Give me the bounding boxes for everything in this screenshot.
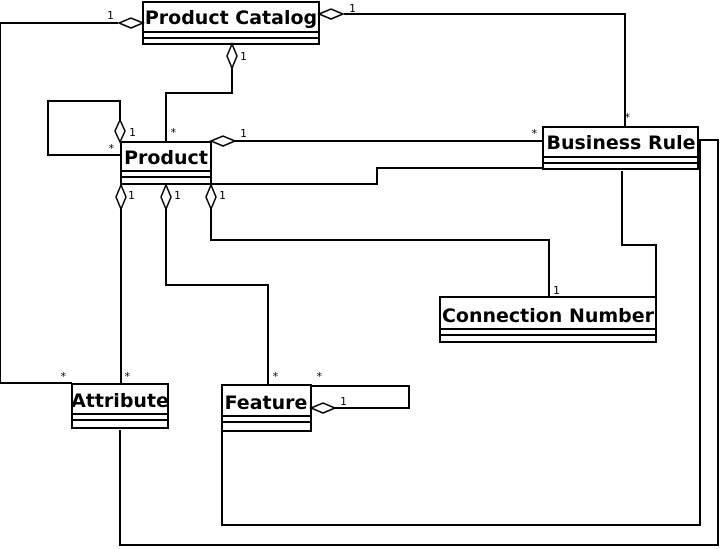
product-feature-aggregation-diamond bbox=[160, 183, 172, 211]
mult-feature-self-one: 1 bbox=[340, 395, 347, 408]
mult-catalog-right: 1 bbox=[349, 2, 356, 15]
product-attribute-aggregation-diamond bbox=[115, 183, 127, 211]
class-connection-number-name: Connection Number bbox=[442, 305, 655, 327]
class-feature-name: Feature bbox=[225, 392, 308, 414]
mult-connection-one: 1 bbox=[553, 284, 560, 297]
mult-product-self-one: 1 bbox=[129, 126, 136, 139]
mult-product-self-many: * bbox=[108, 142, 115, 155]
catalog-right-aggregation-diamond bbox=[317, 8, 345, 20]
product-connection-aggregation-diamond bbox=[205, 183, 217, 211]
product-self-aggregation-diamond bbox=[114, 118, 126, 144]
class-product-name: Product bbox=[124, 147, 208, 169]
mult-feature-product-many: * bbox=[272, 370, 279, 383]
product-feature-link bbox=[165, 209, 269, 384]
mult-feature-self-many: * bbox=[316, 370, 323, 383]
class-business-rule[interactable]: Business Rule bbox=[542, 126, 699, 170]
class-feature[interactable]: Feature bbox=[221, 384, 312, 432]
attribute-businessrule-link bbox=[119, 139, 719, 546]
class-product-catalog-name: Product Catalog bbox=[145, 7, 317, 29]
class-product[interactable]: Product bbox=[120, 141, 212, 185]
catalog-attribute-link bbox=[0, 22, 118, 384]
businessrule-product-link bbox=[212, 167, 543, 185]
class-connection-number[interactable]: Connection Number bbox=[439, 296, 657, 343]
mult-product-top-many: * bbox=[170, 126, 177, 139]
mult-rule-from-product-many: * bbox=[531, 127, 538, 140]
mult-attribute-catalog-many: * bbox=[60, 370, 67, 383]
mult-product-connection-one: 1 bbox=[219, 189, 226, 202]
class-business-rule-name: Business Rule bbox=[546, 132, 695, 154]
class-product-catalog[interactable]: Product Catalog bbox=[142, 1, 320, 45]
catalog-product-link bbox=[165, 68, 233, 142]
catalog-businessrule-link bbox=[344, 13, 626, 132]
mult-product-feature-one: 1 bbox=[174, 189, 181, 202]
feature-self-link bbox=[311, 385, 410, 409]
product-connection-link bbox=[210, 209, 550, 297]
mult-attribute-product-many: * bbox=[124, 370, 131, 383]
mult-catalog-left: 1 bbox=[107, 9, 114, 22]
mult-rule-from-catalog-many: * bbox=[624, 111, 631, 124]
product-rule-aggregation-diamond bbox=[209, 135, 237, 147]
class-attribute[interactable]: Attribute bbox=[71, 383, 169, 429]
feature-self-aggregation-diamond bbox=[309, 402, 337, 414]
mult-product-attribute-one: 1 bbox=[128, 189, 135, 202]
catalog-left-aggregation-diamond bbox=[117, 17, 145, 29]
catalog-bottom-aggregation-diamond bbox=[226, 42, 238, 70]
businessrule-connection-link bbox=[621, 171, 657, 297]
product-self-link bbox=[47, 100, 121, 156]
mult-product-rule-one: 1 bbox=[240, 127, 247, 140]
class-attribute-name: Attribute bbox=[71, 390, 169, 412]
mult-catalog-bottom: 1 bbox=[240, 50, 247, 63]
